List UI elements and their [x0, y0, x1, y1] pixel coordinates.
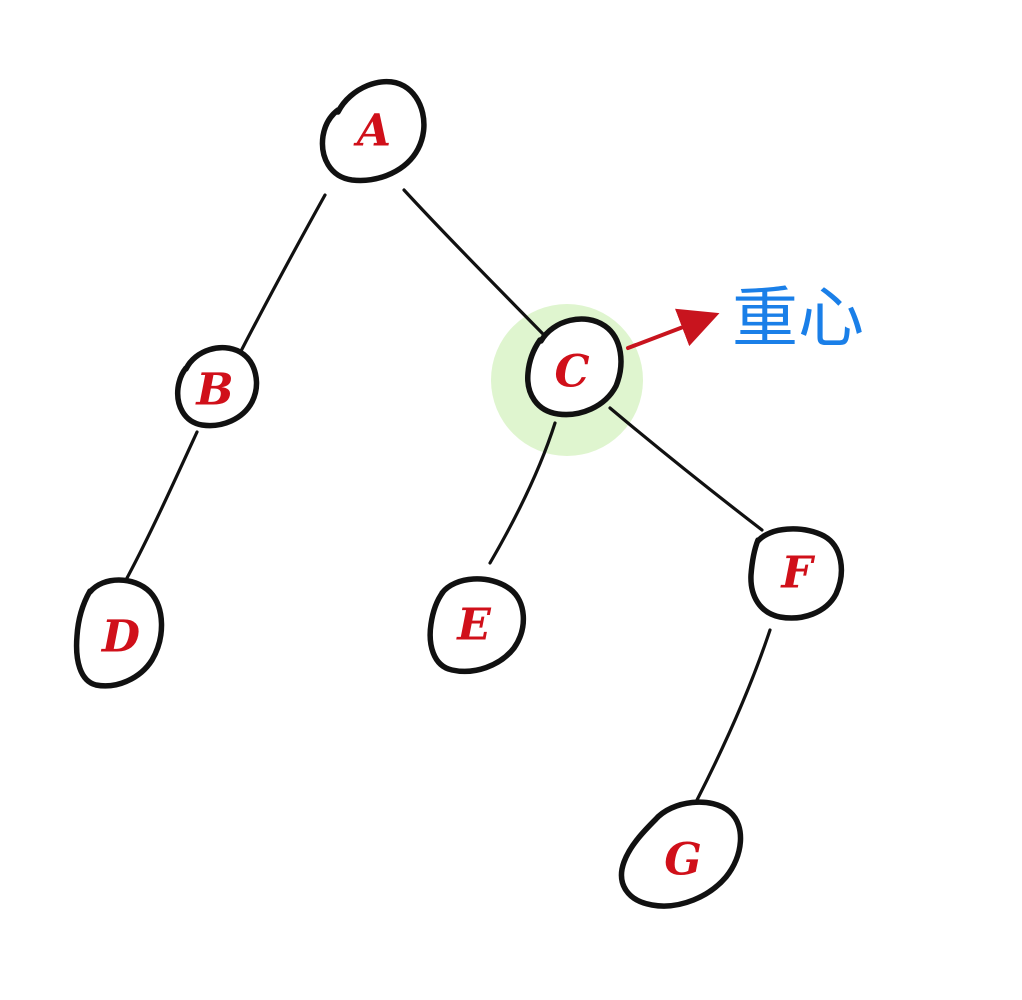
- node-f-outline: [748, 526, 845, 621]
- node-b-outline: [174, 344, 260, 429]
- node-e-label: E: [455, 600, 492, 651]
- centroid-annotation: 重心: [732, 280, 864, 357]
- node-b[interactable]: B: [174, 344, 260, 429]
- node-g[interactable]: G: [618, 799, 744, 909]
- node-a-label: A: [353, 106, 391, 157]
- edge-b-d: [125, 430, 199, 580]
- node-c[interactable]: C: [525, 316, 624, 418]
- node-a[interactable]: A: [319, 79, 427, 184]
- edge-c-f: [608, 406, 764, 532]
- node-c-label: C: [554, 347, 589, 398]
- node-c-outline: [525, 316, 624, 418]
- edge-f-g: [695, 628, 772, 802]
- node-g-label: G: [664, 835, 702, 886]
- node-d-label: D: [100, 612, 140, 663]
- node-d-outline: [73, 577, 165, 689]
- centroid-arrow: [626, 308, 720, 350]
- node-e[interactable]: E: [427, 576, 527, 675]
- nodes-layer: A B C D E F G: [73, 79, 845, 909]
- node-e-outline: [427, 576, 527, 675]
- node-f-label: F: [779, 548, 815, 599]
- node-d[interactable]: D: [73, 577, 165, 689]
- edges-layer: [125, 188, 772, 802]
- edge-c-e: [488, 421, 557, 565]
- edge-a-c: [402, 188, 548, 339]
- node-g-outline: [618, 799, 744, 909]
- node-f[interactable]: F: [748, 526, 845, 621]
- node-a-outline: [319, 79, 427, 184]
- node-b-label: B: [194, 365, 233, 416]
- edge-a-b: [238, 193, 327, 355]
